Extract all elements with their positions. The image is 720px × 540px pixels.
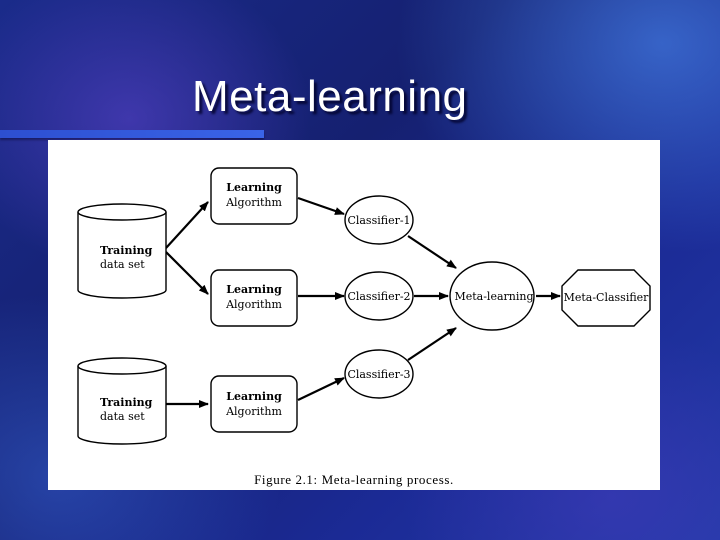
- algo-3-line2: Algorithm: [225, 405, 282, 418]
- arrow-algo1-to-classifier1: [297, 196, 345, 216]
- training-1-line2: data set: [100, 258, 145, 271]
- classifier-3-label: Classifier-3: [347, 368, 410, 381]
- training-data-set-1: Training data set: [77, 203, 167, 299]
- algo-2-line2: Algorithm: [225, 298, 282, 311]
- meta-learning-diagram: Training data set Training data set Lear…: [77, 167, 651, 445]
- classifier-2: Classifier-2: [344, 271, 414, 321]
- meta-classifier-label: Meta-Classifier: [564, 291, 650, 304]
- learning-algorithm-2: Learning Algorithm: [210, 269, 298, 327]
- classifier-1: Classifier-1: [344, 195, 414, 245]
- figure-panel: Training data set Training data set Lear…: [48, 140, 660, 490]
- learning-algorithm-3: Learning Algorithm: [210, 375, 298, 433]
- algo-1-line1: Learning: [226, 181, 282, 194]
- training-2-line1: Training: [100, 396, 153, 409]
- slide-title: Meta-learning: [192, 72, 468, 121]
- classifier-3: Classifier-3: [344, 349, 414, 399]
- learning-algorithm-1: Learning Algorithm: [210, 167, 298, 225]
- arrow-classifier3-to-metalearning: [407, 327, 457, 361]
- arrow-algo3-to-classifier3: [297, 377, 345, 401]
- figure-caption: Figure 2.1: Meta-learning process.: [254, 472, 454, 487]
- arrow-training1-to-algo1: [165, 201, 209, 249]
- meta-learning-node: Meta-learning: [449, 261, 535, 331]
- classifier-1-label: Classifier-1: [347, 214, 410, 227]
- training-1-line1: Training: [100, 244, 153, 257]
- arrow-classifier1-to-metalearning: [407, 235, 457, 269]
- meta-classifier-node: Meta-Classifier: [561, 269, 651, 327]
- arrow-training1-to-algo2: [165, 251, 209, 295]
- classifier-2-label: Classifier-2: [347, 290, 410, 303]
- algo-1-line2: Algorithm: [225, 196, 282, 209]
- title-underline-bar: [0, 130, 264, 138]
- meta-learning-label: Meta-learning: [454, 290, 533, 303]
- algo-3-line1: Learning: [226, 390, 282, 403]
- algo-2-line1: Learning: [226, 283, 282, 296]
- training-data-set-2: Training data set: [77, 357, 167, 445]
- training-2-line2: data set: [100, 410, 145, 423]
